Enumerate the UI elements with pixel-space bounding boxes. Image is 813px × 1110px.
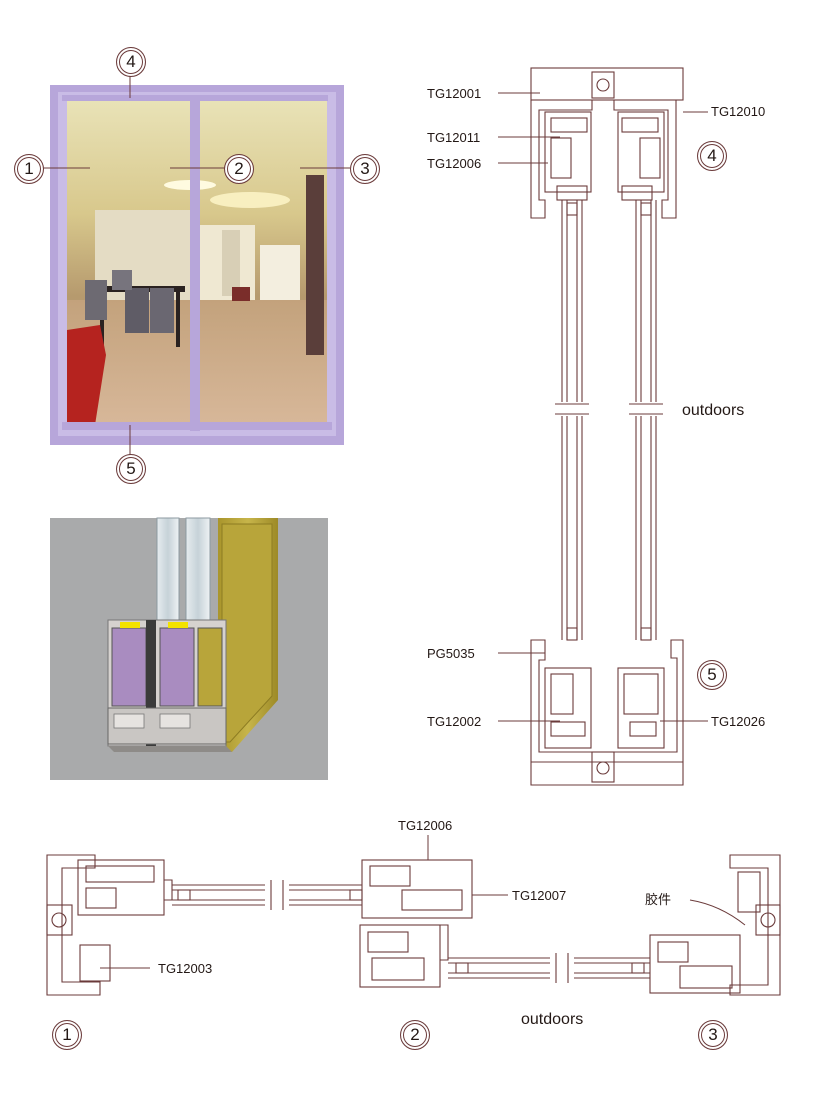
label-glue-part: 胶件 <box>645 892 672 907</box>
callout-photo-4: 4 <box>116 47 146 77</box>
label-tg12010: TG12010 <box>711 104 766 119</box>
outdoors-label-horizontal: outdoors <box>521 1011 584 1028</box>
label-tg12001: TG12001 <box>427 86 482 101</box>
profile-cutaway-render <box>50 517 328 780</box>
callout-horizontal-1: 1 <box>52 1020 82 1050</box>
vertical-section-leaders <box>498 92 708 722</box>
callout-horizontal-3: 3 <box>698 1020 728 1050</box>
callout-horizontal-2: 2 <box>400 1020 430 1050</box>
label-tg12002: TG12002 <box>427 714 482 729</box>
callout-photo-5: 5 <box>116 454 146 484</box>
callout-photo-3: 3 <box>350 154 380 184</box>
callout-photo-1: 1 <box>14 154 44 184</box>
label-pg5035: PG5035 <box>427 646 475 661</box>
window-photo <box>43 73 350 455</box>
callout-vertical-4: 4 <box>697 141 727 171</box>
label-tg12007: TG12007 <box>512 888 567 903</box>
outdoors-label-vertical: outdoors <box>682 402 745 419</box>
label-tg12006-horizontal: TG12006 <box>398 818 453 833</box>
label-tg12011: TG12011 <box>427 130 481 145</box>
callout-photo-2: 2 <box>224 154 254 184</box>
label-tg12026: TG12026 <box>711 714 766 729</box>
horizontal-section-drawing <box>46 854 781 996</box>
horizontal-section-leaders <box>100 835 746 969</box>
callout-vertical-5: 5 <box>697 660 727 690</box>
label-tg12003: TG12003 <box>158 961 213 976</box>
vertical-section-drawing <box>530 67 684 786</box>
label-tg12006-top: TG12006 <box>427 156 482 171</box>
